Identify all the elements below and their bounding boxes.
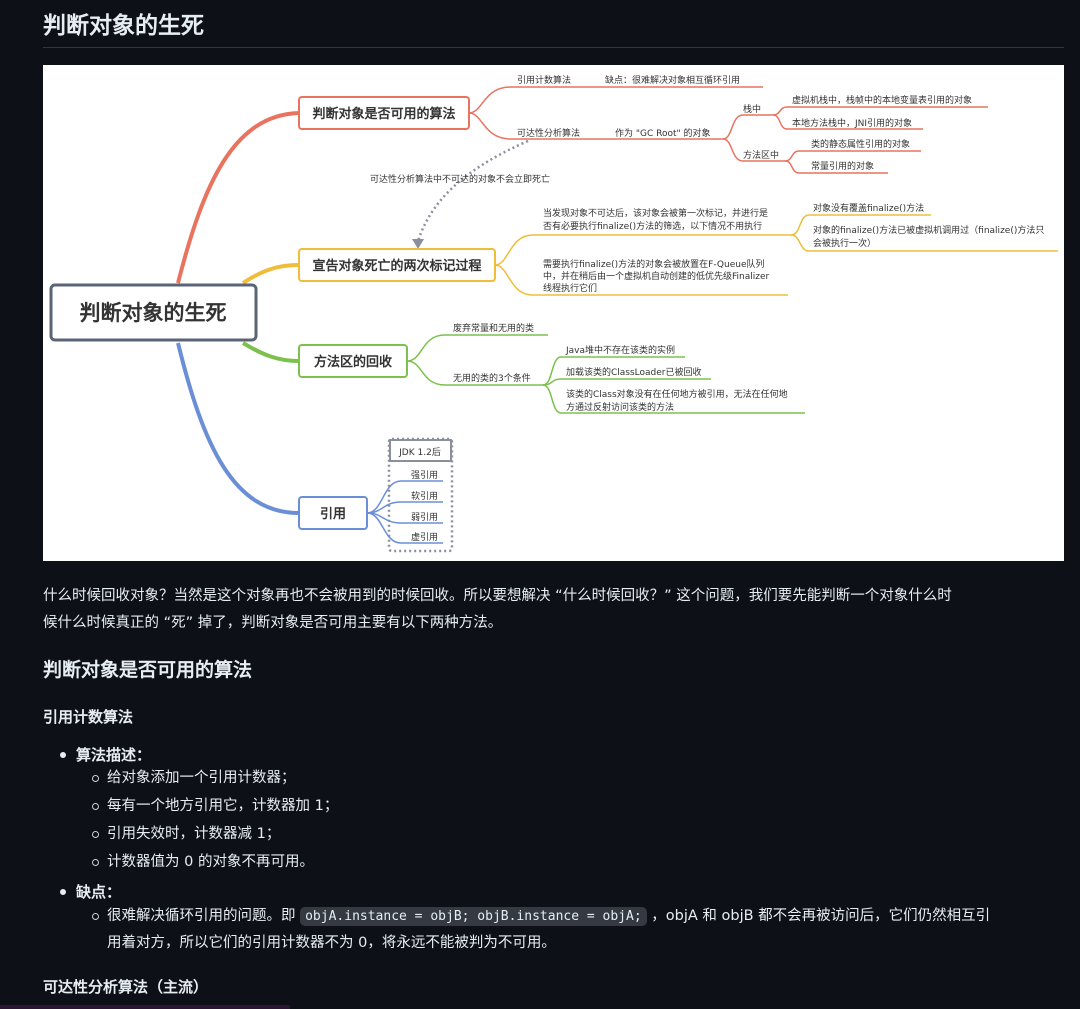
edge-condition-1 <box>790 214 931 236</box>
edge-first-mark <box>494 234 791 266</box>
bullet-cons: 缺点： <box>59 881 122 902</box>
branch-curve-blue <box>176 342 300 515</box>
condition-1: 对象没有覆盖finalize()方法 <box>813 202 924 214</box>
edge-fqueue <box>494 264 788 296</box>
ref-weak: 弱引用 <box>411 512 438 523</box>
root-node <box>49 283 258 342</box>
gcroot-label: 作为 "GC Root" 的对象 <box>615 127 711 139</box>
edge-condition-2 <box>790 234 1058 252</box>
method-area-label: 方法区中 <box>743 149 779 161</box>
edge-cond-c <box>542 384 805 414</box>
node-references-label: 引用 <box>320 507 346 522</box>
three-conditions-label: 无用的类的3个条件 <box>453 372 531 384</box>
cons-text: 很难解决循环引用的问题。即 objA.instance = objB; objB… <box>107 903 1067 957</box>
jdk-boundary-tag <box>389 439 452 462</box>
edge-refcount <box>468 86 763 114</box>
edge-cond-b <box>542 378 711 386</box>
edge-stack-1 <box>743 106 988 116</box>
ref-phantom: 虚引用 <box>411 531 438 543</box>
edge-three-conditions <box>406 360 543 386</box>
ref-strong: 强引用 <box>411 470 438 481</box>
node-method-area-gc-label: 方法区的回收 <box>314 354 393 370</box>
desc-item: 给对象添加一个引用计数器； <box>92 765 296 792</box>
stack-label: 栈中 <box>743 103 761 115</box>
jdk-boundary-label: JDK 1.2后 <box>398 447 441 458</box>
cons-text-pre: 很难解决循环引用的问题。即 <box>107 908 296 924</box>
relationship-arrow-head <box>412 239 424 249</box>
first-mark-line2: 否有必要执行finalize()方法的筛选，以下情况不用执行 <box>543 220 762 232</box>
desc-item-text: 给对象添加一个引用计数器； <box>107 770 296 786</box>
class-cond-1: Java堆中不存在该类的实例 <box>565 344 675 356</box>
bottom-accent-bar <box>0 1005 290 1009</box>
edge-cond-a <box>542 356 685 386</box>
fqueue-line1: 需要执行finalize()方法的对象会被放置在F-Queue队列 <box>543 258 765 270</box>
root-label: 判断对象的生死 <box>80 301 227 325</box>
subsection-heading-reachability: 可达性分析算法（主流） <box>43 978 209 996</box>
edge-ref-2 <box>366 501 443 514</box>
relationship-label: 可达性分析算法中不可达的对象不会立即死亡 <box>370 173 550 185</box>
desc-item-text: 引用失效时，计数器减 1； <box>107 826 281 842</box>
fqueue-line2: 中，并在稍后由一个虚拟机自动创建的低优先级Finalizer <box>543 270 770 282</box>
refcount-note: 缺点：很难解决对象相互循环引用 <box>605 74 740 86</box>
section-heading: 判断对象是否可用的算法 <box>43 659 253 681</box>
reachability-label: 可达性分析算法 <box>517 127 580 139</box>
class-cond-3-line1: 该类的Class对象没有在任何地方被引用，无法在任何地 <box>566 388 788 400</box>
desc-item: 引用失效时，计数器减 1； <box>92 821 280 848</box>
stack-item-1: 虚拟机栈中，栈帧中的本地变量表引用的对象 <box>792 94 972 106</box>
desc-item-text: 计数器值为 0 的对象不再可用。 <box>107 854 314 870</box>
condition-2-line1: 对象的finalize()方法已被虚拟机调用过（finalize()方法只 <box>813 224 1044 236</box>
subsection-heading-refcount: 引用计数算法 <box>43 708 134 726</box>
desc-item: 每有一个地方引用它，计数器加 1； <box>92 793 338 820</box>
class-cond-3-line2: 方通过反射访问该类的方法 <box>566 401 674 413</box>
bullet-cons-label: 缺点： <box>76 883 122 901</box>
bullet-description: 算法描述： <box>59 744 152 765</box>
condition-2-line2: 会被执行一次） <box>813 237 876 249</box>
intro-line-2: 候什么时候真正的 “死” 掉了，判断对象是否可用主要有以下两种方法。 <box>43 615 503 631</box>
ref-soft: 软引用 <box>411 490 438 502</box>
first-mark-line1: 当发现对象不可达后，该对象会被第一次标记，并进行是 <box>543 207 768 219</box>
edge-method-area <box>722 138 744 162</box>
edge-abandoned <box>406 334 548 362</box>
cons-text-line2: 用着对方，所以它们的引用计数器不为 0，将永远不能被判为不可用。 <box>107 935 556 951</box>
cons-item: 很难解决循环引用的问题。即 objA.instance = objB; objB… <box>92 903 1067 957</box>
class-cond-2: 加载该类的ClassLoader已被回收 <box>566 366 702 378</box>
edge-stack-2 <box>772 114 923 130</box>
bullet-description-label: 算法描述： <box>76 746 152 764</box>
method-item-1: 类的静态属性引用的对象 <box>811 138 910 150</box>
inline-code: objA.instance = objB; objB.instance = ob… <box>300 907 647 926</box>
branch-curve-green <box>241 341 300 363</box>
relationship-arrow <box>416 139 529 242</box>
abandoned-label: 废弃常量和无用的类 <box>453 322 534 334</box>
stack-item-2: 本地方法栈中，JNI引用的对象 <box>792 117 912 129</box>
desc-item: 计数器值为 0 的对象不再可用。 <box>92 849 314 876</box>
node-two-marks-label: 宣告对象死亡的两次标记过程 <box>312 258 481 274</box>
edge-reachability <box>468 112 723 140</box>
edge-method-2 <box>784 160 888 174</box>
page-title: 判断对象的生死 <box>43 13 204 39</box>
mindmap-image: 判断对象的生死 判断对象是否可用的算法 引用计数算法 缺点：很难解决对象相互循环… <box>43 65 1064 561</box>
edge-stack <box>722 114 744 140</box>
refcount-label: 引用计数算法 <box>517 74 571 86</box>
node-judge-algorithm-label: 判断对象是否可用的算法 <box>312 106 455 122</box>
intro-line-1: 什么时候回收对象？当然是这个对象再也不会被用到的时候回收。所以要想解决 “什么时… <box>43 588 952 604</box>
branch-curve-red <box>176 111 300 284</box>
jdk-boundary <box>387 437 454 553</box>
method-item-2: 常量引用的对象 <box>811 160 874 172</box>
title-divider <box>43 47 1064 48</box>
branch-curve-yellow <box>241 263 300 285</box>
desc-item-text: 每有一个地方引用它，计数器加 1； <box>107 798 339 814</box>
intro-paragraph: 什么时候回收对象？当然是这个对象再也不会被用到的时候回收。所以要想解决 “什么时… <box>43 583 1063 637</box>
cons-text-post: ，objA 和 objB 都不会再被访问后，它们仍然相互引 <box>651 908 991 924</box>
fqueue-line3: 线程执行它们 <box>543 282 597 294</box>
edge-ref-4 <box>366 512 443 544</box>
